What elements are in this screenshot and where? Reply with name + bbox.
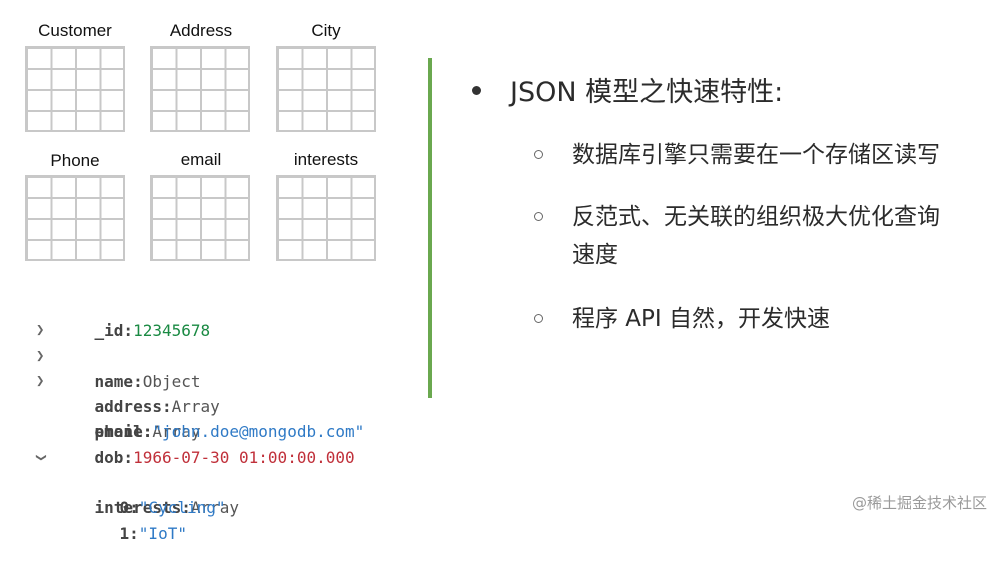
vertical-divider [428,58,432,398]
table-label-customer: Customer [38,21,112,40]
field-address[interactable]: ❯ address:Array [36,344,364,417]
sub-bullet-text-line-2: 速度 [572,242,618,268]
bullet-dot-icon [472,86,481,95]
field-dob: dob:1966-07-30 01:00:00.000 [36,419,364,467]
sub-bullet-text: 数据库引擎只需要在一个存储区读写 [572,142,940,168]
field-type: Object [142,371,201,391]
watermark: @稀土掘金技术社区 [851,494,987,512]
field-type: Array [190,498,240,518]
hollow-bullet-icon [534,150,543,159]
table-label-phone: Phone [50,151,100,170]
sub-bullet-text-line-1: 反范式、无关联的组织极大优化查询 [572,204,940,230]
field-name[interactable]: ❯ name:Object [36,318,364,391]
sub-bullet-3: 程序 API 自然，开发快速 [534,300,831,338]
field-key: email: [94,422,153,442]
sub-bullet-2: 反范式、无关联的组织极大优化查询 速度 [534,198,1005,274]
chevron-right-icon[interactable]: ❯ [36,372,45,389]
field-type: Array [152,422,201,442]
json-document: _id:12345678 ❯ name:Object ❯ address:Arr… [33,293,365,543]
field-key: phone: [94,422,153,442]
field-key: interests: [94,498,191,518]
hollow-bullet-icon [534,314,543,323]
chevron-down-icon[interactable]: ❯ [32,453,49,462]
table-label-email: email [180,150,222,169]
field-value: 1966-07-30 01:00:00.000 [133,447,355,467]
sub-bullet-1: 数据库引擎只需要在一个存储区读写 [534,136,940,174]
field-key: name: [94,371,143,391]
array-item: 1:"IoT" [36,495,364,543]
chevron-right-icon[interactable]: ❯ [36,322,45,339]
field-key: 1: [119,523,139,543]
field-interests[interactable]: ❯ interests:Array [33,445,364,517]
field-key: dob: [94,447,134,467]
table-grid-customer [25,46,125,132]
table-grid-interests [276,175,376,261]
table-grid-address [150,46,250,132]
field-key: _id: [94,321,134,341]
table-label-city: City [311,21,341,40]
field-value: "Cycling" [138,498,226,518]
field-value: "john.doe@mongodb.com" [152,422,365,442]
table-grid-email [150,175,250,261]
table-grid-city [276,46,376,132]
field-key: 0: [119,498,139,518]
field-phone[interactable]: ❯ phone:Array [36,369,364,442]
chevron-right-icon[interactable]: ❯ [36,347,45,364]
field-email: email:"john.doe@mongodb.com" [36,394,365,441]
field-id: _id:12345678 [36,293,364,340]
table-label-address: Address [169,21,233,40]
hollow-bullet-icon [534,212,543,221]
main-bullet-text: JSON 模型之快速特性: [510,77,784,108]
table-label-interests: interests [293,150,359,169]
field-key: address: [94,397,172,417]
field-type: Array [171,397,220,417]
table-grid-phone [25,175,125,261]
field-value: 12345678 [133,321,211,341]
array-item: 0:"Cycling" [36,470,364,517]
sub-bullet-text: 程序 API 自然，开发快速 [572,306,831,332]
field-value: "IoT" [138,523,187,543]
